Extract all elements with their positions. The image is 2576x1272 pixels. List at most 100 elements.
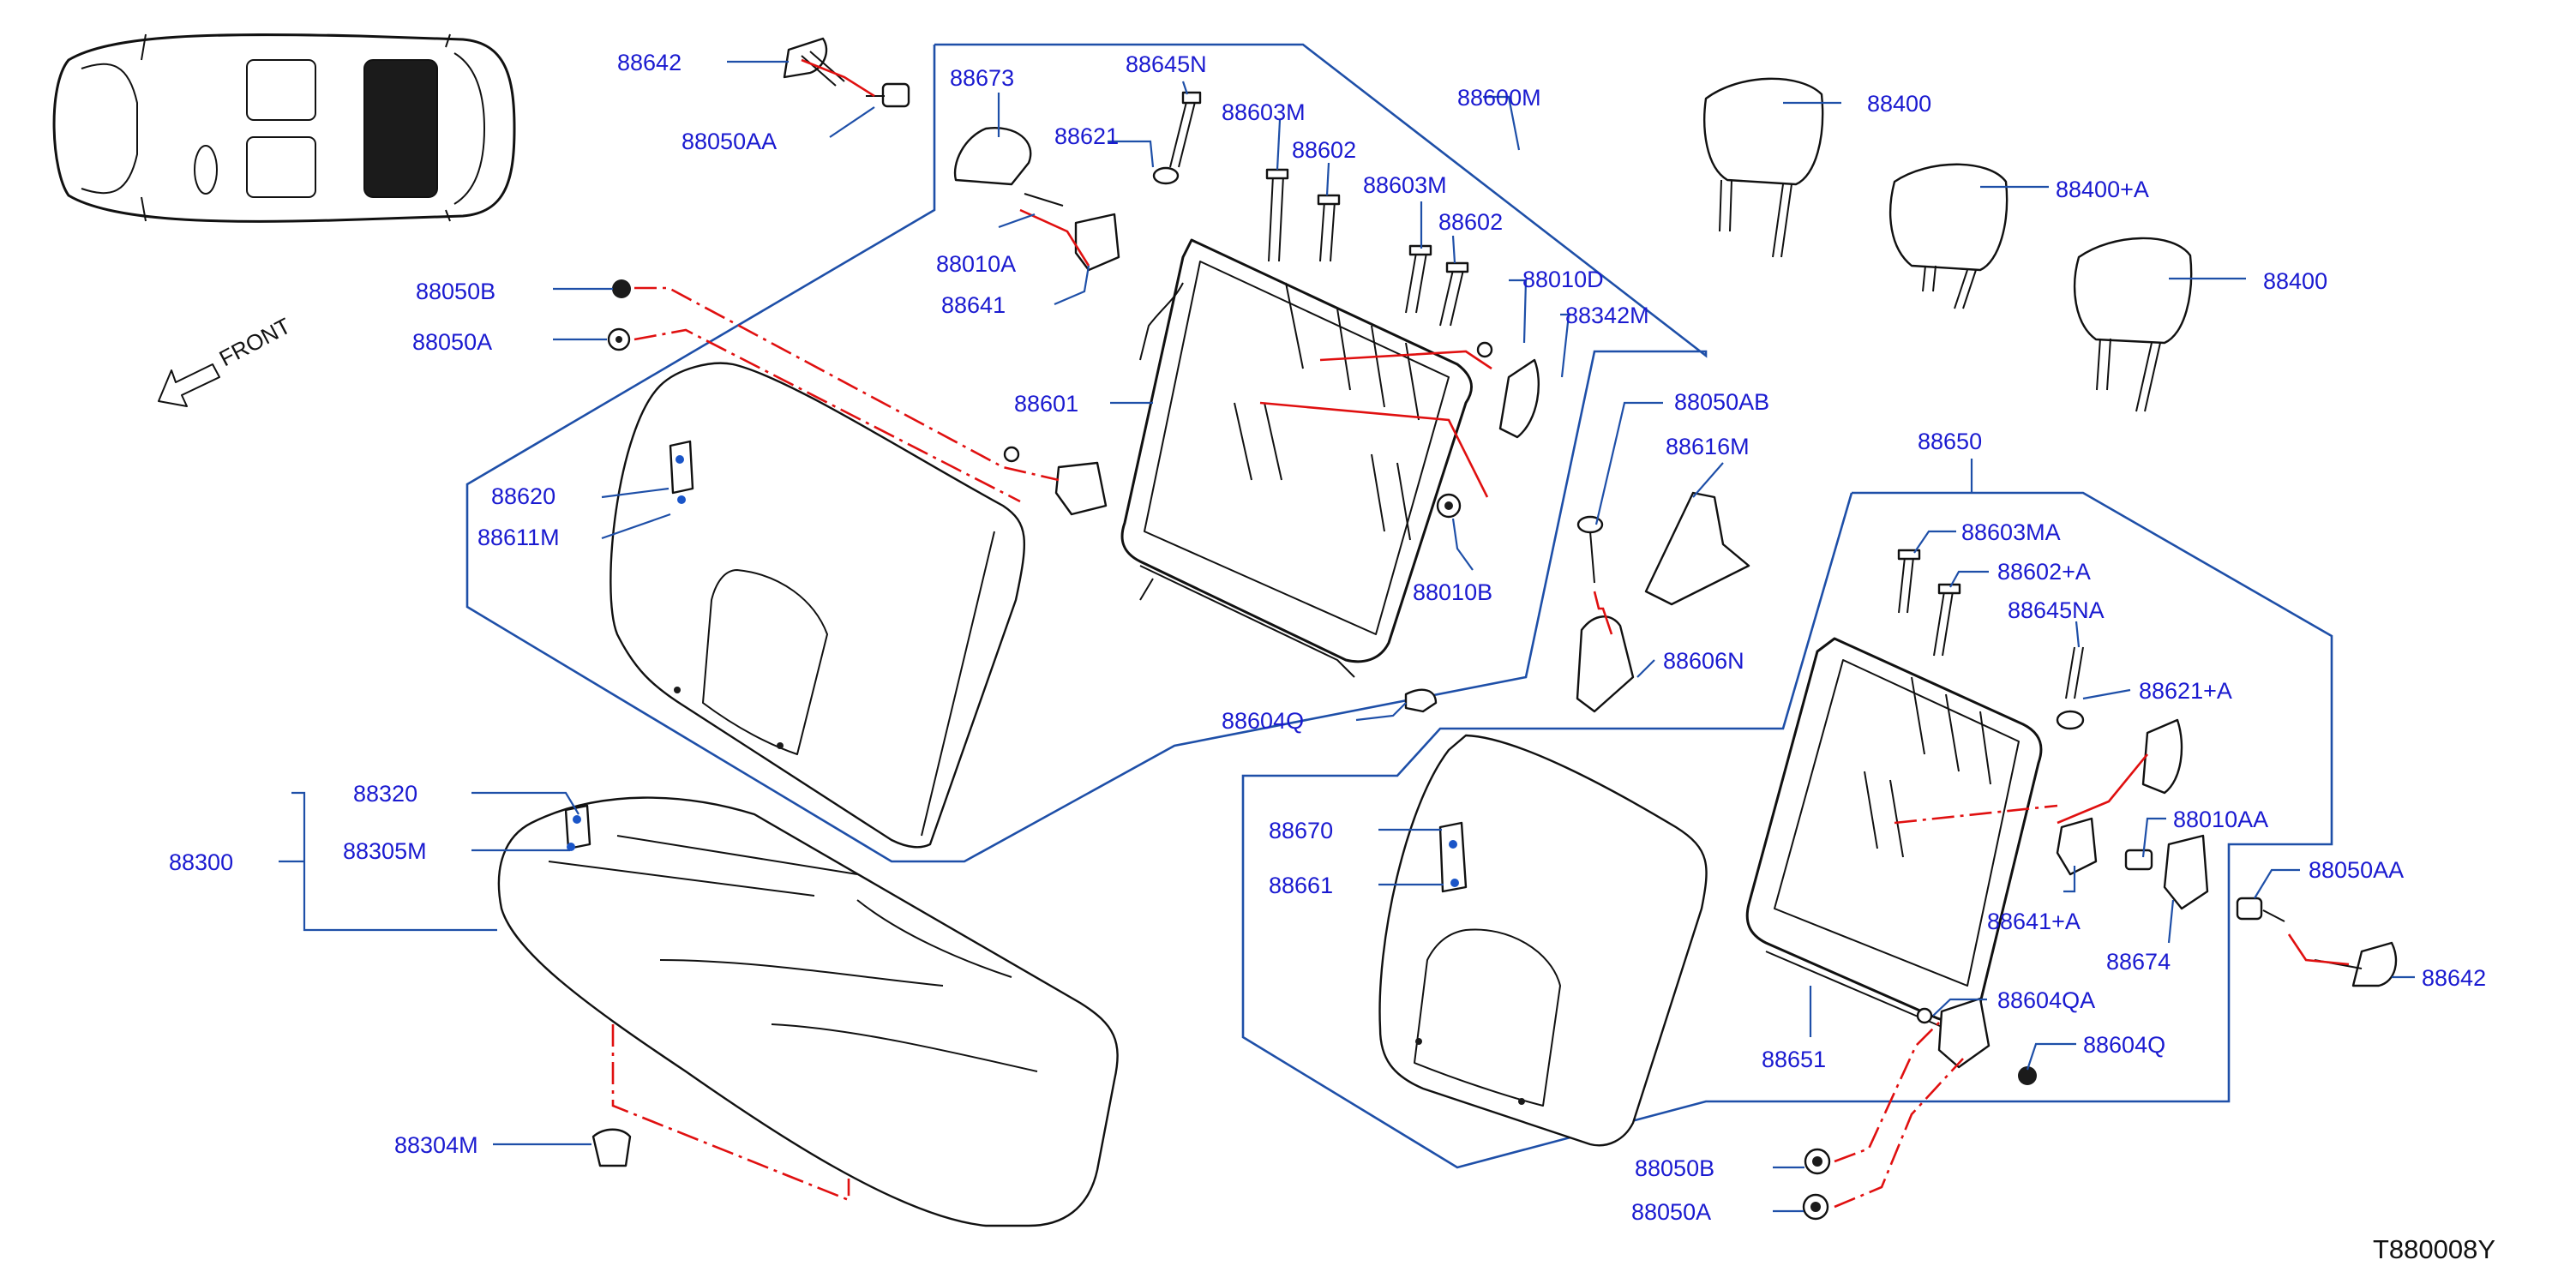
bolt-icon xyxy=(866,82,910,108)
seat-cushion-88300 xyxy=(497,796,1119,1227)
label-88670: 88670 xyxy=(1269,818,1333,843)
label-88304m: 88304M xyxy=(394,1132,478,1158)
label-88010d: 88010D xyxy=(1522,267,1604,292)
label-88010b: 88010B xyxy=(1413,579,1492,605)
diagram-code: T880008Y xyxy=(2373,1234,2495,1264)
label-88651: 88651 xyxy=(1762,1047,1826,1072)
label-88645na: 88645NA xyxy=(2008,597,2105,623)
hinge-bracket-icon xyxy=(953,127,1032,186)
label-88621: 88621 xyxy=(1054,123,1119,149)
bolt-icon xyxy=(1317,194,1341,262)
label-88601: 88601 xyxy=(1014,391,1078,417)
connector xyxy=(1834,1058,1964,1209)
label-88604q-r: 88604Q xyxy=(2083,1032,2165,1058)
label-88050a: 88050A xyxy=(412,329,492,355)
bolt-icon xyxy=(1439,261,1469,327)
label-88673: 88673 xyxy=(950,65,1014,91)
bolt-icon xyxy=(1405,244,1432,314)
label-88606n: 88606N xyxy=(1663,648,1744,674)
label-88604qa: 88604QA xyxy=(1997,987,2095,1013)
bolt-icon xyxy=(1265,168,1289,262)
label-88620: 88620 xyxy=(491,483,555,509)
connector xyxy=(634,286,1060,482)
connector xyxy=(611,1024,850,1202)
connector xyxy=(633,328,1021,503)
label-88642-r: 88642 xyxy=(2422,965,2486,991)
label-88661: 88661 xyxy=(1269,873,1333,898)
hinge-bracket-icon xyxy=(1024,193,1120,272)
label-88602-b: 88602 xyxy=(1438,209,1503,235)
headrest-icon xyxy=(1889,163,2009,309)
hinge-bracket-icon xyxy=(2056,817,2098,876)
connector xyxy=(1259,350,1492,498)
label-88616m: 88616M xyxy=(1666,434,1750,459)
clip-icon xyxy=(2056,710,2085,730)
label-88400a: 88400+A xyxy=(2056,177,2149,202)
clip-icon xyxy=(1436,493,1462,519)
label-88050b-r: 88050B xyxy=(1635,1155,1714,1181)
label-88010a: 88010A xyxy=(936,251,1016,277)
hinge-bracket-icon xyxy=(1916,997,1991,1069)
label-88621a: 88621+A xyxy=(2139,678,2232,704)
hinge-bracket-icon xyxy=(2141,718,2183,795)
label-88642: 88642 xyxy=(617,50,682,75)
label-88603m-a: 88603M xyxy=(1222,99,1306,125)
label-88050a-r: 88050A xyxy=(1631,1199,1711,1225)
front-arrow-icon xyxy=(158,363,220,407)
connector xyxy=(1019,208,1090,267)
bolt-icon xyxy=(2065,646,2084,699)
label-88400-b: 88400 xyxy=(2263,268,2327,294)
connector xyxy=(1894,804,2058,825)
hinge-bracket-icon xyxy=(1476,341,1540,439)
headrest-icon xyxy=(1703,77,1824,258)
bolt-icon xyxy=(783,37,845,87)
clip-icon xyxy=(1802,1148,1831,1221)
label-88050b: 88050B xyxy=(416,279,495,304)
clip-icon xyxy=(591,1128,632,1167)
hinge-bracket-icon xyxy=(1644,491,1750,606)
connector xyxy=(2057,753,2149,825)
connector xyxy=(1834,1019,1943,1163)
label-88645n: 88645N xyxy=(1126,51,1207,77)
label-88342m: 88342M xyxy=(1565,303,1649,328)
bolt-icon xyxy=(2314,941,2398,987)
label-88600m: 88600M xyxy=(1457,85,1541,111)
label-88674: 88674 xyxy=(2106,949,2171,975)
clip-icon xyxy=(607,279,631,351)
label-88641a: 88641+A xyxy=(1987,909,2081,934)
label-88650: 88650 xyxy=(1918,429,1982,454)
bolt-icon xyxy=(1897,549,1921,614)
label-88305m: 88305M xyxy=(343,838,427,864)
leader-lines xyxy=(279,60,2415,1213)
bolt-icon xyxy=(2236,897,2285,922)
clip-icon xyxy=(1404,688,1438,713)
label-88602-a: 88602 xyxy=(1292,137,1356,163)
clip-icon xyxy=(2124,849,2153,871)
label-88400-a: 88400 xyxy=(1867,91,1931,117)
clip-icon xyxy=(2018,1066,2037,1085)
hinge-bracket-icon xyxy=(1576,515,1635,713)
label-88320: 88320 xyxy=(353,781,417,807)
hinge-bracket-icon xyxy=(2163,834,2209,910)
connector xyxy=(801,58,875,98)
front-label: FRONT xyxy=(215,313,295,372)
connector xyxy=(2287,933,2350,966)
group-outline-88600m xyxy=(465,43,1708,863)
vehicle-top-view-icon xyxy=(52,33,516,223)
bolt-icon xyxy=(1152,166,1180,185)
hinge-bracket-icon xyxy=(1003,446,1108,516)
seat-back-right-pad xyxy=(1378,734,1708,1147)
label-88050aa: 88050AA xyxy=(682,129,777,154)
label-88602a: 88602+A xyxy=(1997,559,2091,585)
label-88603ma: 88603MA xyxy=(1961,519,2061,545)
seat-back-left-pad xyxy=(609,362,1026,849)
label-88300: 88300 xyxy=(169,849,233,875)
label-88603m-b: 88603M xyxy=(1363,172,1447,198)
label-88050ab: 88050AB xyxy=(1674,389,1769,415)
tag-icon xyxy=(564,440,1468,893)
bolt-icon xyxy=(1933,583,1961,657)
label-88604q: 88604Q xyxy=(1222,708,1304,734)
label-88050aa-r: 88050AA xyxy=(2309,857,2404,883)
headrest-icon xyxy=(2074,237,2193,412)
